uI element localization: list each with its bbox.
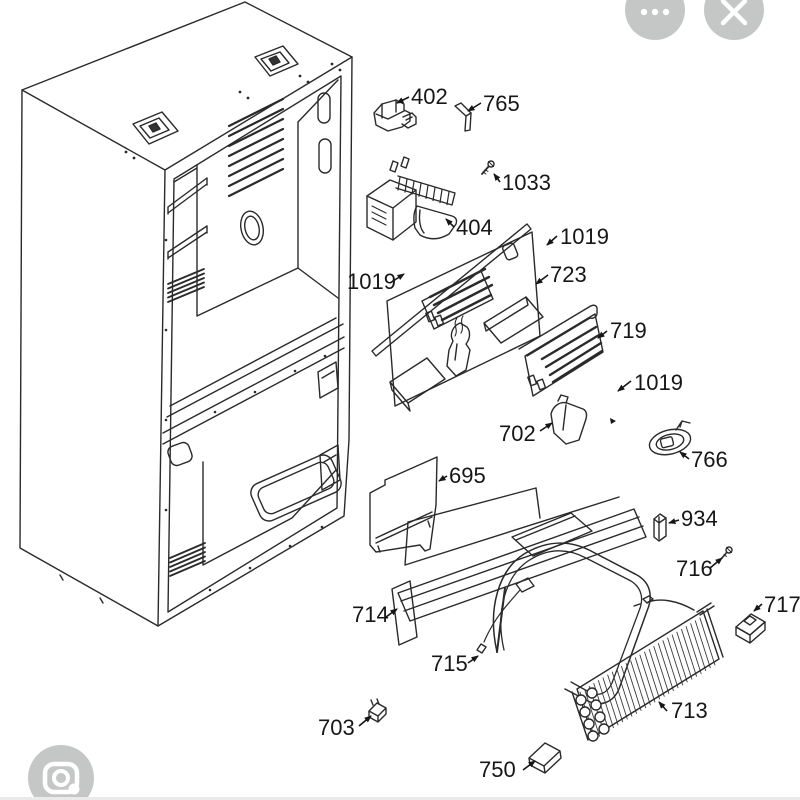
part-label-723: 723 — [550, 262, 587, 287]
part-404-ice-maker — [366, 156, 458, 241]
part-label-703: 703 — [318, 715, 355, 740]
part-label-402: 402 — [411, 84, 448, 109]
part-765-clip — [454, 102, 472, 132]
leader-719 — [597, 330, 608, 339]
part-715-heater-harness — [476, 542, 651, 705]
leader-402 — [396, 96, 410, 104]
leader-1019-left — [389, 273, 405, 284]
part-402-bracket — [373, 99, 417, 132]
refrigerator-cabinet — [19, 1, 353, 627]
part-723-back-panel — [386, 231, 544, 412]
part-label-1019-left: 1019 — [347, 269, 396, 294]
coil-ends — [575, 687, 610, 742]
part-label-713: 713 — [671, 698, 708, 723]
leader-934 — [668, 518, 680, 525]
part-695-panel — [369, 456, 438, 553]
part-label-934: 934 — [681, 506, 718, 531]
part-label-702: 702 — [499, 421, 536, 446]
part-label-404: 404 — [456, 215, 493, 240]
part-label-1019-right: 1019 — [634, 370, 683, 395]
leader-714 — [385, 608, 398, 618]
part-702-cap — [550, 394, 588, 445]
camera-lens-icon — [42, 761, 80, 795]
part-label-714: 714 — [352, 602, 389, 627]
part-750-grommet — [528, 742, 562, 774]
three-dots-icon — [640, 8, 670, 16]
part-label-766: 766 — [691, 447, 728, 472]
x-icon — [720, 0, 748, 26]
back-vent-grille — [227, 97, 285, 198]
more-options-button[interactable] — [625, 0, 685, 40]
leader-750 — [522, 760, 536, 771]
leader-766 — [679, 451, 690, 460]
leader-716 — [709, 557, 723, 569]
leader-765 — [467, 102, 482, 112]
upper-floor-grille — [167, 268, 205, 303]
part-label-1033: 1033 — [502, 170, 551, 195]
part-717-box — [735, 613, 766, 644]
part-label-719: 719 — [610, 318, 647, 343]
part-label-1019-top: 1019 — [560, 224, 609, 249]
stray-arrowhead — [610, 418, 616, 424]
lower-floor-grille — [169, 542, 206, 577]
leader-713 — [658, 701, 668, 712]
part-label-765: 765 — [483, 91, 520, 116]
part-766-lamp-housing — [648, 420, 692, 456]
part-719-duct-cover — [518, 304, 604, 397]
part-label-715: 715 — [431, 651, 468, 676]
cabinet-outline — [19, 1, 353, 627]
part-labels: 402 765 1033 404 1019 723 1019 719 1019 … — [318, 84, 800, 782]
leader-723 — [535, 274, 549, 285]
leader-1033 — [493, 173, 501, 183]
leader-717 — [753, 603, 763, 612]
part-label-750: 750 — [479, 757, 516, 782]
part-716-screw — [721, 546, 733, 559]
leader-404 — [445, 218, 455, 228]
close-button[interactable] — [704, 0, 764, 40]
leader-1019-right — [617, 380, 632, 392]
leader-lines — [358, 96, 763, 771]
bottom-sheet-edge — [0, 797, 800, 800]
oval-recess — [239, 210, 265, 246]
screw-dots — [124, 62, 342, 592]
part-703-clip — [368, 698, 387, 723]
part-714-drain-tray — [391, 487, 647, 646]
part-1033-screw — [481, 160, 495, 175]
leader-715 — [467, 655, 479, 664]
hinge-plate-rear — [254, 45, 299, 77]
leader-695 — [438, 475, 448, 482]
leader-702 — [539, 422, 553, 432]
part-label-695: 695 — [449, 463, 486, 488]
part-label-717: 717 — [764, 592, 800, 617]
hinge-plate-front — [132, 111, 179, 145]
part-713-evaporator — [571, 595, 724, 742]
leader-703 — [358, 715, 372, 727]
lens-search-button[interactable] — [28, 745, 94, 800]
part-label-716: 716 — [676, 556, 713, 581]
shelf-rails — [167, 177, 208, 260]
leader-1019-top — [546, 235, 558, 246]
part-934-clip — [653, 513, 667, 542]
floor-pan — [250, 454, 342, 522]
